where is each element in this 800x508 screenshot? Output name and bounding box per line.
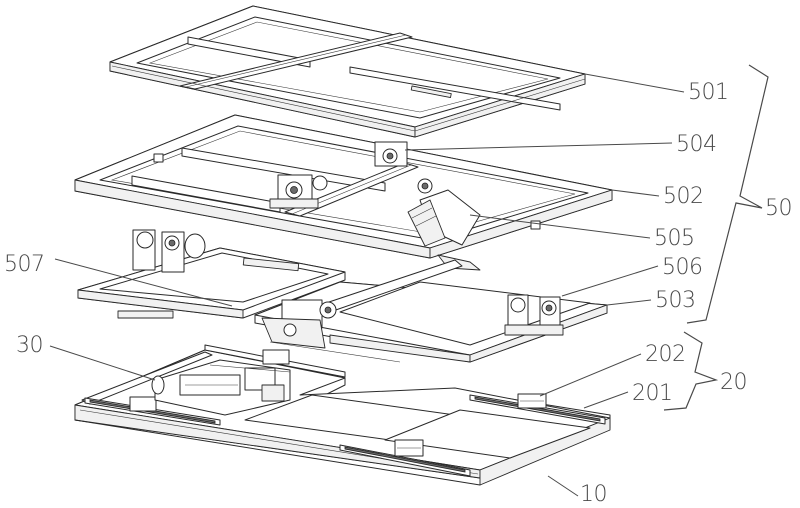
ref-label-10: 10 <box>580 482 607 507</box>
leader-line-504 <box>404 142 673 151</box>
part-501-top-frame <box>109 5 586 138</box>
ref-label-20: 20 <box>720 370 747 395</box>
part-502-upper-frame <box>74 114 613 271</box>
leader-line-10 <box>547 475 579 497</box>
leader-lines <box>49 73 685 497</box>
bracket-group-50 <box>686 64 769 324</box>
bracket-group-20 <box>663 331 719 411</box>
leader-line-201 <box>583 391 629 409</box>
leader-line-506 <box>561 265 659 297</box>
part-507-sub-frame <box>77 229 346 319</box>
ref-label-202: 202 <box>645 342 686 367</box>
ref-label-201: 201 <box>632 381 673 406</box>
part-202-slider-block <box>129 349 547 457</box>
ref-label-507: 507 <box>4 252 45 277</box>
leader-line-503 <box>606 299 652 306</box>
leader-line-502 <box>611 189 660 197</box>
ref-label-501: 501 <box>688 80 729 105</box>
part-10-base <box>74 349 611 486</box>
leader-line-507 <box>54 258 233 307</box>
leader-line-501 <box>584 73 685 93</box>
leader-line-202 <box>539 353 642 397</box>
ref-label-506: 506 <box>662 255 703 280</box>
ref-label-504: 504 <box>676 132 717 157</box>
part-504-bearing-seat <box>269 141 433 209</box>
ref-label-30: 30 <box>16 333 43 358</box>
ref-label-503: 503 <box>655 288 696 313</box>
leader-line-30 <box>49 345 156 381</box>
ref-label-505: 505 <box>654 226 695 251</box>
reference-numerals: 501 504 502 505 506 503 507 30 202 201 10 50 20 <box>4 80 793 507</box>
leader-line-505 <box>469 214 651 239</box>
part-20-guide-assembly <box>81 344 606 477</box>
part-506-hinge-support <box>504 294 564 336</box>
part-201-guide-rail <box>81 344 606 477</box>
part-503-lower-frame <box>254 259 608 363</box>
part-30-drive-mechanism <box>151 359 291 416</box>
ref-label-502: 502 <box>663 184 704 209</box>
ref-label-50: 50 <box>765 196 792 221</box>
group-brackets <box>663 64 769 411</box>
